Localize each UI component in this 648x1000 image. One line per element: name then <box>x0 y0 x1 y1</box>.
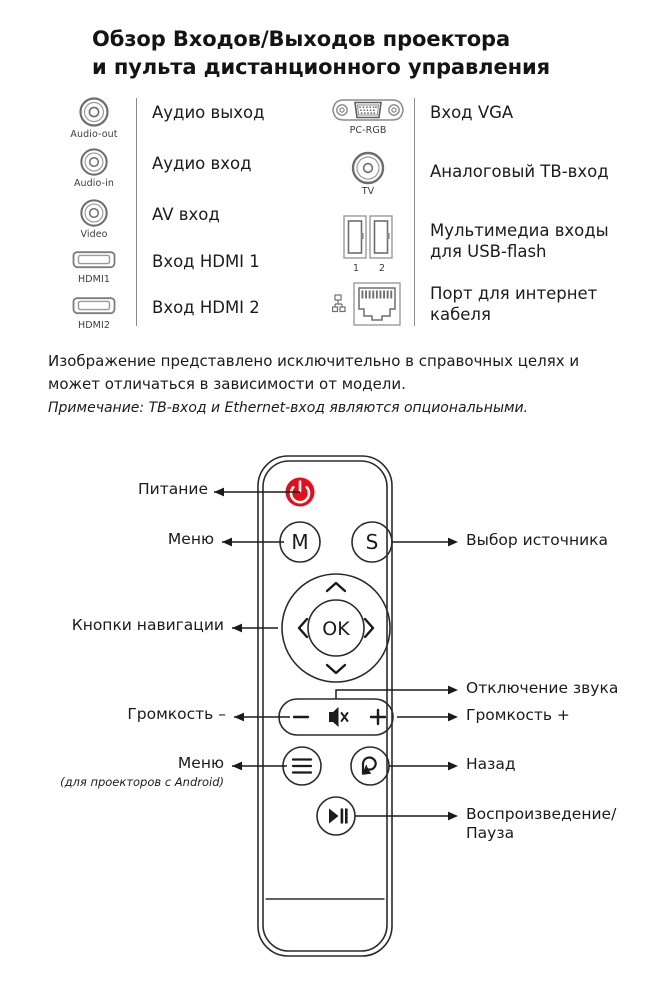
port-label: Порт для интернет кабеля <box>430 284 598 325</box>
arrowheads-left <box>214 487 244 771</box>
dpad-up-icon <box>325 581 347 593</box>
audio-jack-icon: Video <box>52 198 136 240</box>
port-caption: Audio-in <box>73 178 115 189</box>
annotation-menu: Меню <box>167 530 214 548</box>
note-text: Примечание: ТВ-вход и Ethernet-вход явля… <box>48 400 529 416</box>
ports-legend: Audio-out Аудио выход Audio-in Аудио вхо… <box>0 96 648 336</box>
port-caption: 1 2 <box>322 263 414 274</box>
annotation-mute: Отключение звука <box>466 679 619 697</box>
annotation-navigation: Кнопки навигации <box>71 616 224 634</box>
remote-body-outer <box>257 455 393 957</box>
dpad-down-icon <box>325 663 347 675</box>
usb-port-1-caption: 1 <box>352 263 359 274</box>
port-caption: Video <box>80 229 108 240</box>
ports-left-column: Audio-out Аудио выход Audio-in Аудио вхо… <box>52 96 342 336</box>
audio-jack-icon: Audio-in <box>52 147 136 189</box>
menu-m-button[interactable]: M <box>279 521 321 563</box>
port-caption: HDMI2 <box>77 320 110 331</box>
hdmi-port-icon: HDMI1 <box>52 249 136 285</box>
play-pause-icon <box>329 808 348 824</box>
annotation-play-pause: Воспроизведение/ Пауза <box>466 805 617 842</box>
mute-icon <box>329 707 349 727</box>
port-label: Аудио выход <box>152 103 265 122</box>
remote-body-inner <box>262 460 388 952</box>
ok-button <box>307 599 365 657</box>
vga-port-icon: PC-RGB <box>322 96 414 136</box>
port-caption: Audio-out <box>70 129 118 140</box>
remote-control-svg: M S OK <box>214 455 458 957</box>
navigation-dpad[interactable]: OK <box>281 573 391 683</box>
leader-lines-left <box>214 491 300 767</box>
disclaimer-text: Изображение представлено исключительно в… <box>48 352 580 393</box>
port-label: Аудио вход <box>152 154 252 173</box>
annotation-android-menu-sub: (для проекторов с Android) <box>60 775 224 789</box>
play-pause-button[interactable] <box>316 796 356 836</box>
column-divider-left <box>136 98 137 326</box>
port-caption: TV <box>361 186 375 197</box>
dpad-right-icon <box>363 617 375 639</box>
dpad-left-icon <box>297 617 309 639</box>
page-title: Обзор Входов/Выходов проектора и пульта … <box>92 26 612 81</box>
tv-coax-icon: TV <box>322 151 414 197</box>
annotation-back: Назад <box>466 755 516 773</box>
source-s-button[interactable]: S <box>351 521 393 563</box>
port-label: Вход HDMI 2 <box>152 298 260 317</box>
back-arrow-icon <box>361 756 377 775</box>
annotation-power: Питание <box>138 480 208 498</box>
back-button[interactable] <box>350 746 390 786</box>
remote-control-diagram: M S OK <box>0 444 648 1000</box>
leader-lines-right <box>335 541 450 817</box>
page-title-line-1: Обзор Входов/Выходов проектора <box>92 27 511 51</box>
annotation-android-menu: Меню <box>177 754 224 772</box>
port-label: Вход VGA <box>430 103 514 122</box>
column-divider-right <box>414 98 415 326</box>
volume-up-icon <box>369 708 387 726</box>
audio-jack-icon: Audio-out <box>52 96 136 140</box>
port-label: AV вход <box>152 205 220 224</box>
arrowheads-right <box>448 537 458 821</box>
ethernet-port-icon <box>322 281 414 328</box>
port-caption: HDMI1 <box>77 274 110 285</box>
ok-button-label: OK <box>322 618 350 640</box>
port-label: Мультимедиа входы для USB-flash <box>430 221 609 262</box>
android-menu-button[interactable] <box>282 746 322 786</box>
usb-port-2-caption: 2 <box>379 263 386 274</box>
ports-right-column: PC-RGB Вход VGA TV Аналоговый ТВ-вход <box>322 96 632 336</box>
hdmi-port-icon: HDMI2 <box>52 295 136 331</box>
port-caption: PC-RGB <box>349 125 387 136</box>
port-label: Аналоговый ТВ-вход <box>430 162 609 181</box>
volume-bar[interactable] <box>278 698 394 736</box>
menu-m-button-label: M <box>291 530 308 554</box>
port-label: Вход HDMI 1 <box>152 252 260 271</box>
page-title-line-2: и пульта дистанционного управления <box>92 54 550 79</box>
hamburger-icon <box>291 758 313 774</box>
annotation-source: Выбор источника <box>466 531 609 549</box>
leader-mute <box>335 689 450 699</box>
usb-ports-icon: 1 2 <box>322 214 414 274</box>
source-s-button-label: S <box>366 530 379 554</box>
annotation-volume-down: Громкость – <box>127 705 226 723</box>
annotation-volume-up: Громкость + <box>466 706 570 724</box>
